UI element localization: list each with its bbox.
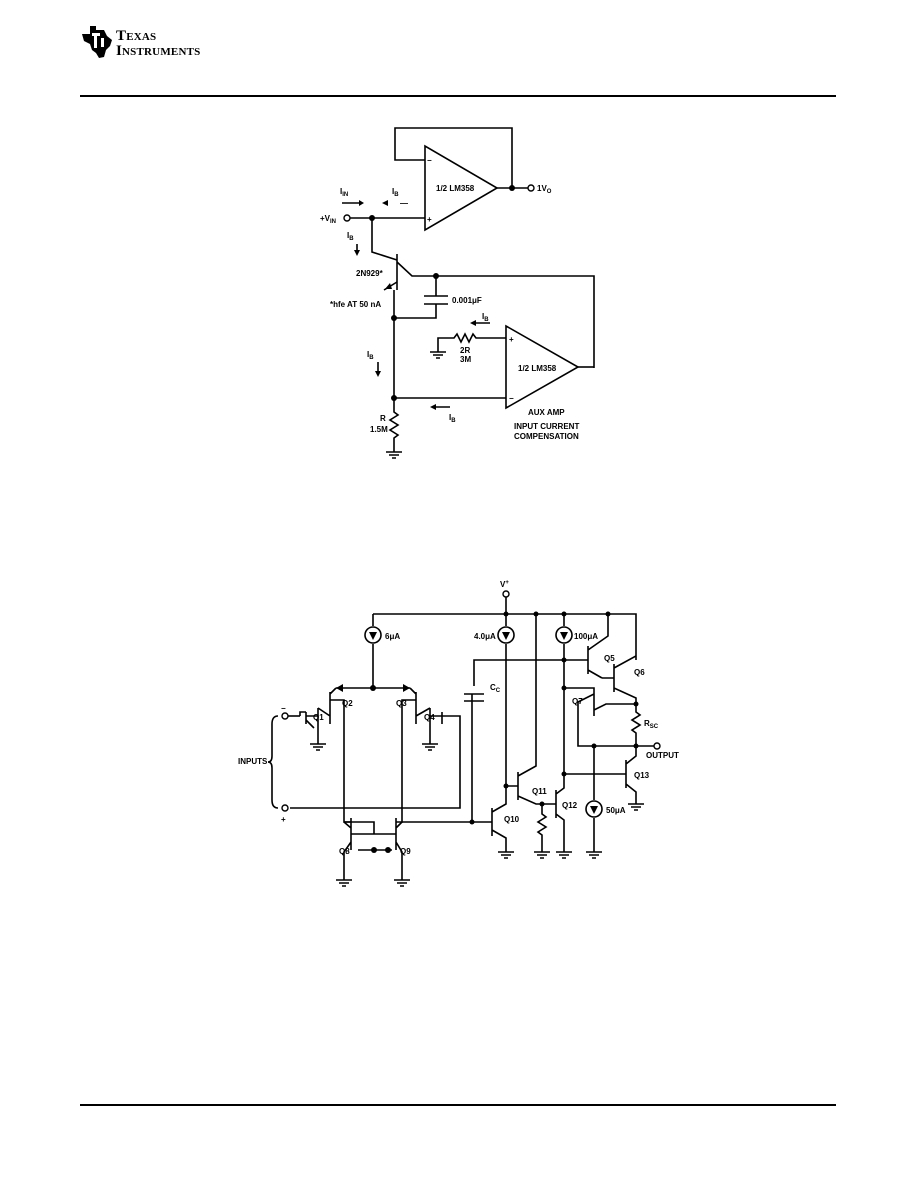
q1-label: Q1	[313, 713, 324, 722]
supply-rail	[373, 597, 637, 660]
q3-q4-pair	[290, 687, 461, 823]
iin-label: IIN	[340, 187, 348, 198]
src-100ua-label: 100μA	[574, 632, 598, 641]
q10-q11	[472, 614, 542, 859]
capacitor-label: 0.001μF	[452, 296, 482, 305]
input-terminal	[343, 214, 351, 222]
output-node	[509, 185, 515, 191]
q11-resistor	[534, 804, 550, 859]
source-100ua	[555, 614, 573, 774]
ib-top-arrowhead	[382, 200, 388, 206]
node-wire	[393, 318, 506, 399]
aux-opamp-label: 1/2 LM358	[518, 364, 557, 373]
ib-top-label: IB	[392, 187, 399, 198]
ib-top-dash: —	[400, 199, 408, 208]
input-minus-label: −	[281, 704, 286, 713]
logo-line2: Instruments	[116, 43, 201, 59]
ib-bottom-arrowhead	[430, 404, 436, 410]
src-4ua-label: 4.0μA	[474, 632, 496, 641]
aux-amp-caption: AUX AMP	[528, 408, 565, 417]
q10-label: Q10	[504, 815, 520, 824]
transistor-note: *hfe AT 50 nA	[330, 300, 381, 309]
main-opamp-plus: +	[427, 215, 432, 224]
cc-wire	[464, 659, 564, 822]
q12	[542, 774, 572, 859]
source-6ua	[364, 614, 382, 688]
inputs-label: INPUTS	[238, 757, 268, 766]
ib-bottom-label: IB	[449, 413, 456, 424]
inputs-brace	[267, 715, 279, 809]
source-4ua	[497, 614, 515, 786]
q7-label: Q7	[572, 697, 583, 706]
ib-left-label: IB	[347, 231, 354, 242]
cc-label: CC	[490, 683, 501, 694]
figure-input-current-compensation: 1/2 LM358 − + 1VO +VIN IIN IB — IB 2N929…	[320, 127, 595, 459]
q4-label: Q4	[424, 713, 435, 722]
q12-label: Q12	[562, 801, 578, 810]
rsc-resistor	[630, 704, 642, 746]
q3-label: Q3	[396, 699, 407, 708]
resistor-r-name: R	[380, 414, 386, 423]
q1-q2-pair	[299, 687, 351, 823]
q2-label: Q2	[342, 699, 353, 708]
resistor-r	[386, 398, 402, 459]
output-label: 1VO	[537, 184, 552, 195]
q6-label: Q6	[634, 668, 645, 677]
q2-emitter-arrow	[336, 684, 343, 692]
compensation-line2: COMPENSATION	[514, 432, 579, 441]
feedback-wire	[394, 127, 513, 188]
rsc-label: RSC	[644, 719, 659, 730]
capacitor	[394, 276, 448, 319]
main-opamp: 1/2 LM358 − +	[424, 144, 499, 232]
input-plus-label: +	[281, 815, 286, 824]
vplus-terminal	[502, 590, 510, 598]
ti-logo	[80, 24, 230, 64]
output-label: OUTPUT	[646, 751, 679, 760]
resistor-2r	[430, 332, 506, 359]
transistor-2n929	[371, 218, 595, 368]
main-opamp-minus: −	[427, 156, 432, 165]
resistor-2r-name: 2R	[460, 346, 470, 355]
ti-state-logo-icon	[82, 26, 112, 58]
aux-opamp-plus: +	[509, 335, 514, 344]
ib-aux-arrowhead	[470, 320, 476, 326]
input-label: +VIN	[320, 214, 336, 225]
ti-wordmark: Texas Instruments	[116, 29, 200, 59]
compensation-line1: INPUT CURRENT	[514, 422, 579, 431]
src-6ua-label: 6μA	[385, 632, 400, 641]
ib-mid-arrowhead	[375, 371, 381, 377]
main-opamp-label: 1/2 LM358	[436, 184, 475, 193]
output-terminal	[527, 184, 535, 192]
input-minus-terminal	[281, 712, 289, 720]
q13	[564, 746, 644, 811]
ib-left-arrowhead	[354, 250, 360, 256]
resistor-r-value: 1.5M	[370, 425, 388, 434]
q3-emitter-arrow	[403, 684, 410, 692]
q9-label: Q9	[400, 847, 411, 856]
q5-label: Q5	[604, 654, 615, 663]
vplus-label: V+	[500, 580, 509, 589]
header-rule	[80, 95, 836, 97]
resistor-2r-value: 3M	[460, 355, 471, 364]
logo-line1: Texas	[116, 28, 157, 44]
input-plus-terminal	[281, 804, 289, 812]
output-terminal	[653, 742, 661, 750]
source-50ua	[585, 746, 603, 859]
q7	[564, 687, 636, 747]
q5-q6	[564, 614, 637, 704]
q8-label: Q8	[339, 847, 350, 856]
figure-lm358-schematic: V+ 6μA Q1 Q2 Q3 Q4 − + INPUTS	[238, 580, 679, 887]
src-50ua-label: 50μA	[606, 806, 626, 815]
q11-node	[503, 783, 509, 789]
q8-q9-mirror	[336, 818, 472, 887]
iin-arrowhead	[359, 200, 364, 206]
ib-mid-label: IB	[367, 350, 374, 361]
aux-opamp-minus: −	[509, 394, 514, 403]
footer-rule	[80, 1104, 836, 1106]
transistor-label: 2N929*	[356, 269, 384, 278]
aux-opamp: 1/2 LM358 + −	[505, 324, 580, 410]
ib-aux-label: IB	[482, 312, 489, 323]
q11-label: Q11	[532, 787, 547, 796]
q13-label: Q13	[634, 771, 650, 780]
